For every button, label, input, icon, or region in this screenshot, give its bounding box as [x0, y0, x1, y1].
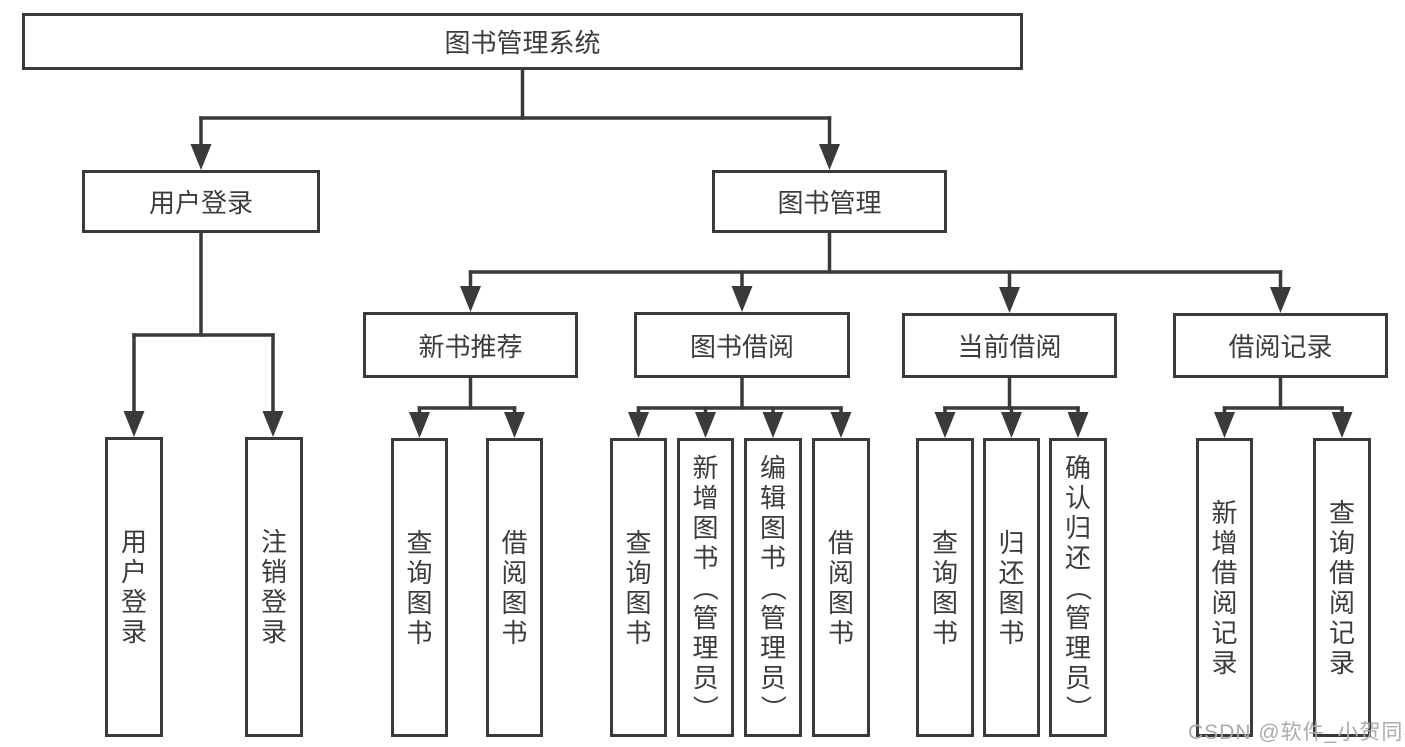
- node-user-login: 用户登录: [82, 170, 320, 233]
- node-current-borrowing: 当前借阅: [902, 313, 1117, 378]
- node-current-borrowing-label: 当前借阅: [957, 332, 1062, 362]
- node-borrowing-records-label: 借阅记录: [1228, 332, 1333, 362]
- leaf-confirm-return-admin-label: 确认归还（管理员）: [1062, 452, 1093, 721]
- node-book-management: 图书管理: [712, 170, 947, 233]
- leaf-borrow-books-label: 借阅图书: [827, 527, 854, 648]
- node-root-label: 图书管理系统: [444, 28, 601, 58]
- leaf-query-books-borrowing-label: 查询图书: [625, 527, 652, 648]
- csdn-watermark: CSDN @软件_小贺同学: [1188, 721, 1405, 744]
- leaf-query-books-borrowing: 查询图书: [610, 438, 667, 737]
- leaf-add-books-admin: 新增图书（管理员）: [677, 438, 734, 737]
- leaf-edit-books-admin: 编辑图书（管理员）: [744, 438, 802, 737]
- leaf-return-books-label: 归还图书: [998, 527, 1025, 648]
- node-user-login-label: 用户登录: [148, 188, 253, 218]
- node-new-book-recommend-label: 新书推荐: [418, 331, 523, 362]
- node-new-book-recommend: 新书推荐: [363, 312, 578, 378]
- leaf-borrow-books-recommend-label: 借阅图书: [501, 527, 528, 648]
- leaf-query-borrow-record-label: 查询借阅记录: [1328, 497, 1355, 678]
- leaf-query-books-current: 查询图书: [916, 438, 974, 737]
- leaf-user-login-label: 用户登录: [120, 527, 147, 647]
- node-book-management-label: 图书管理: [777, 188, 882, 218]
- node-book-borrowing-label: 图书借阅: [689, 331, 794, 362]
- leaf-query-books-current-label: 查询图书: [931, 527, 958, 648]
- node-book-borrowing: 图书借阅: [634, 312, 850, 378]
- leaf-edit-books-admin-label: 编辑图书（管理员）: [757, 452, 788, 721]
- leaf-user-login: 用户登录: [105, 437, 163, 737]
- leaf-borrow-books-recommend: 借阅图书: [486, 438, 543, 737]
- leaf-add-borrow-record-label: 新增借阅记录: [1211, 497, 1238, 678]
- leaf-return-books: 归还图书: [983, 438, 1040, 737]
- leaf-logout: 注销登录: [245, 437, 303, 737]
- node-root: 图书管理系统: [22, 13, 1023, 70]
- leaf-query-borrow-record: 查询借阅记录: [1313, 438, 1371, 737]
- leaf-logout-label: 注销登录: [260, 527, 287, 647]
- leaf-confirm-return-admin: 确认归还（管理员）: [1049, 438, 1107, 737]
- leaf-query-books-recommend-label: 查询图书: [406, 527, 433, 648]
- node-borrowing-records: 借阅记录: [1173, 313, 1388, 378]
- leaf-borrow-books: 借阅图书: [812, 438, 870, 737]
- leaf-add-borrow-record: 新增借阅记录: [1196, 438, 1253, 737]
- leaf-add-books-admin-label: 新增图书（管理员）: [690, 452, 721, 721]
- leaf-query-books-recommend: 查询图书: [391, 438, 448, 737]
